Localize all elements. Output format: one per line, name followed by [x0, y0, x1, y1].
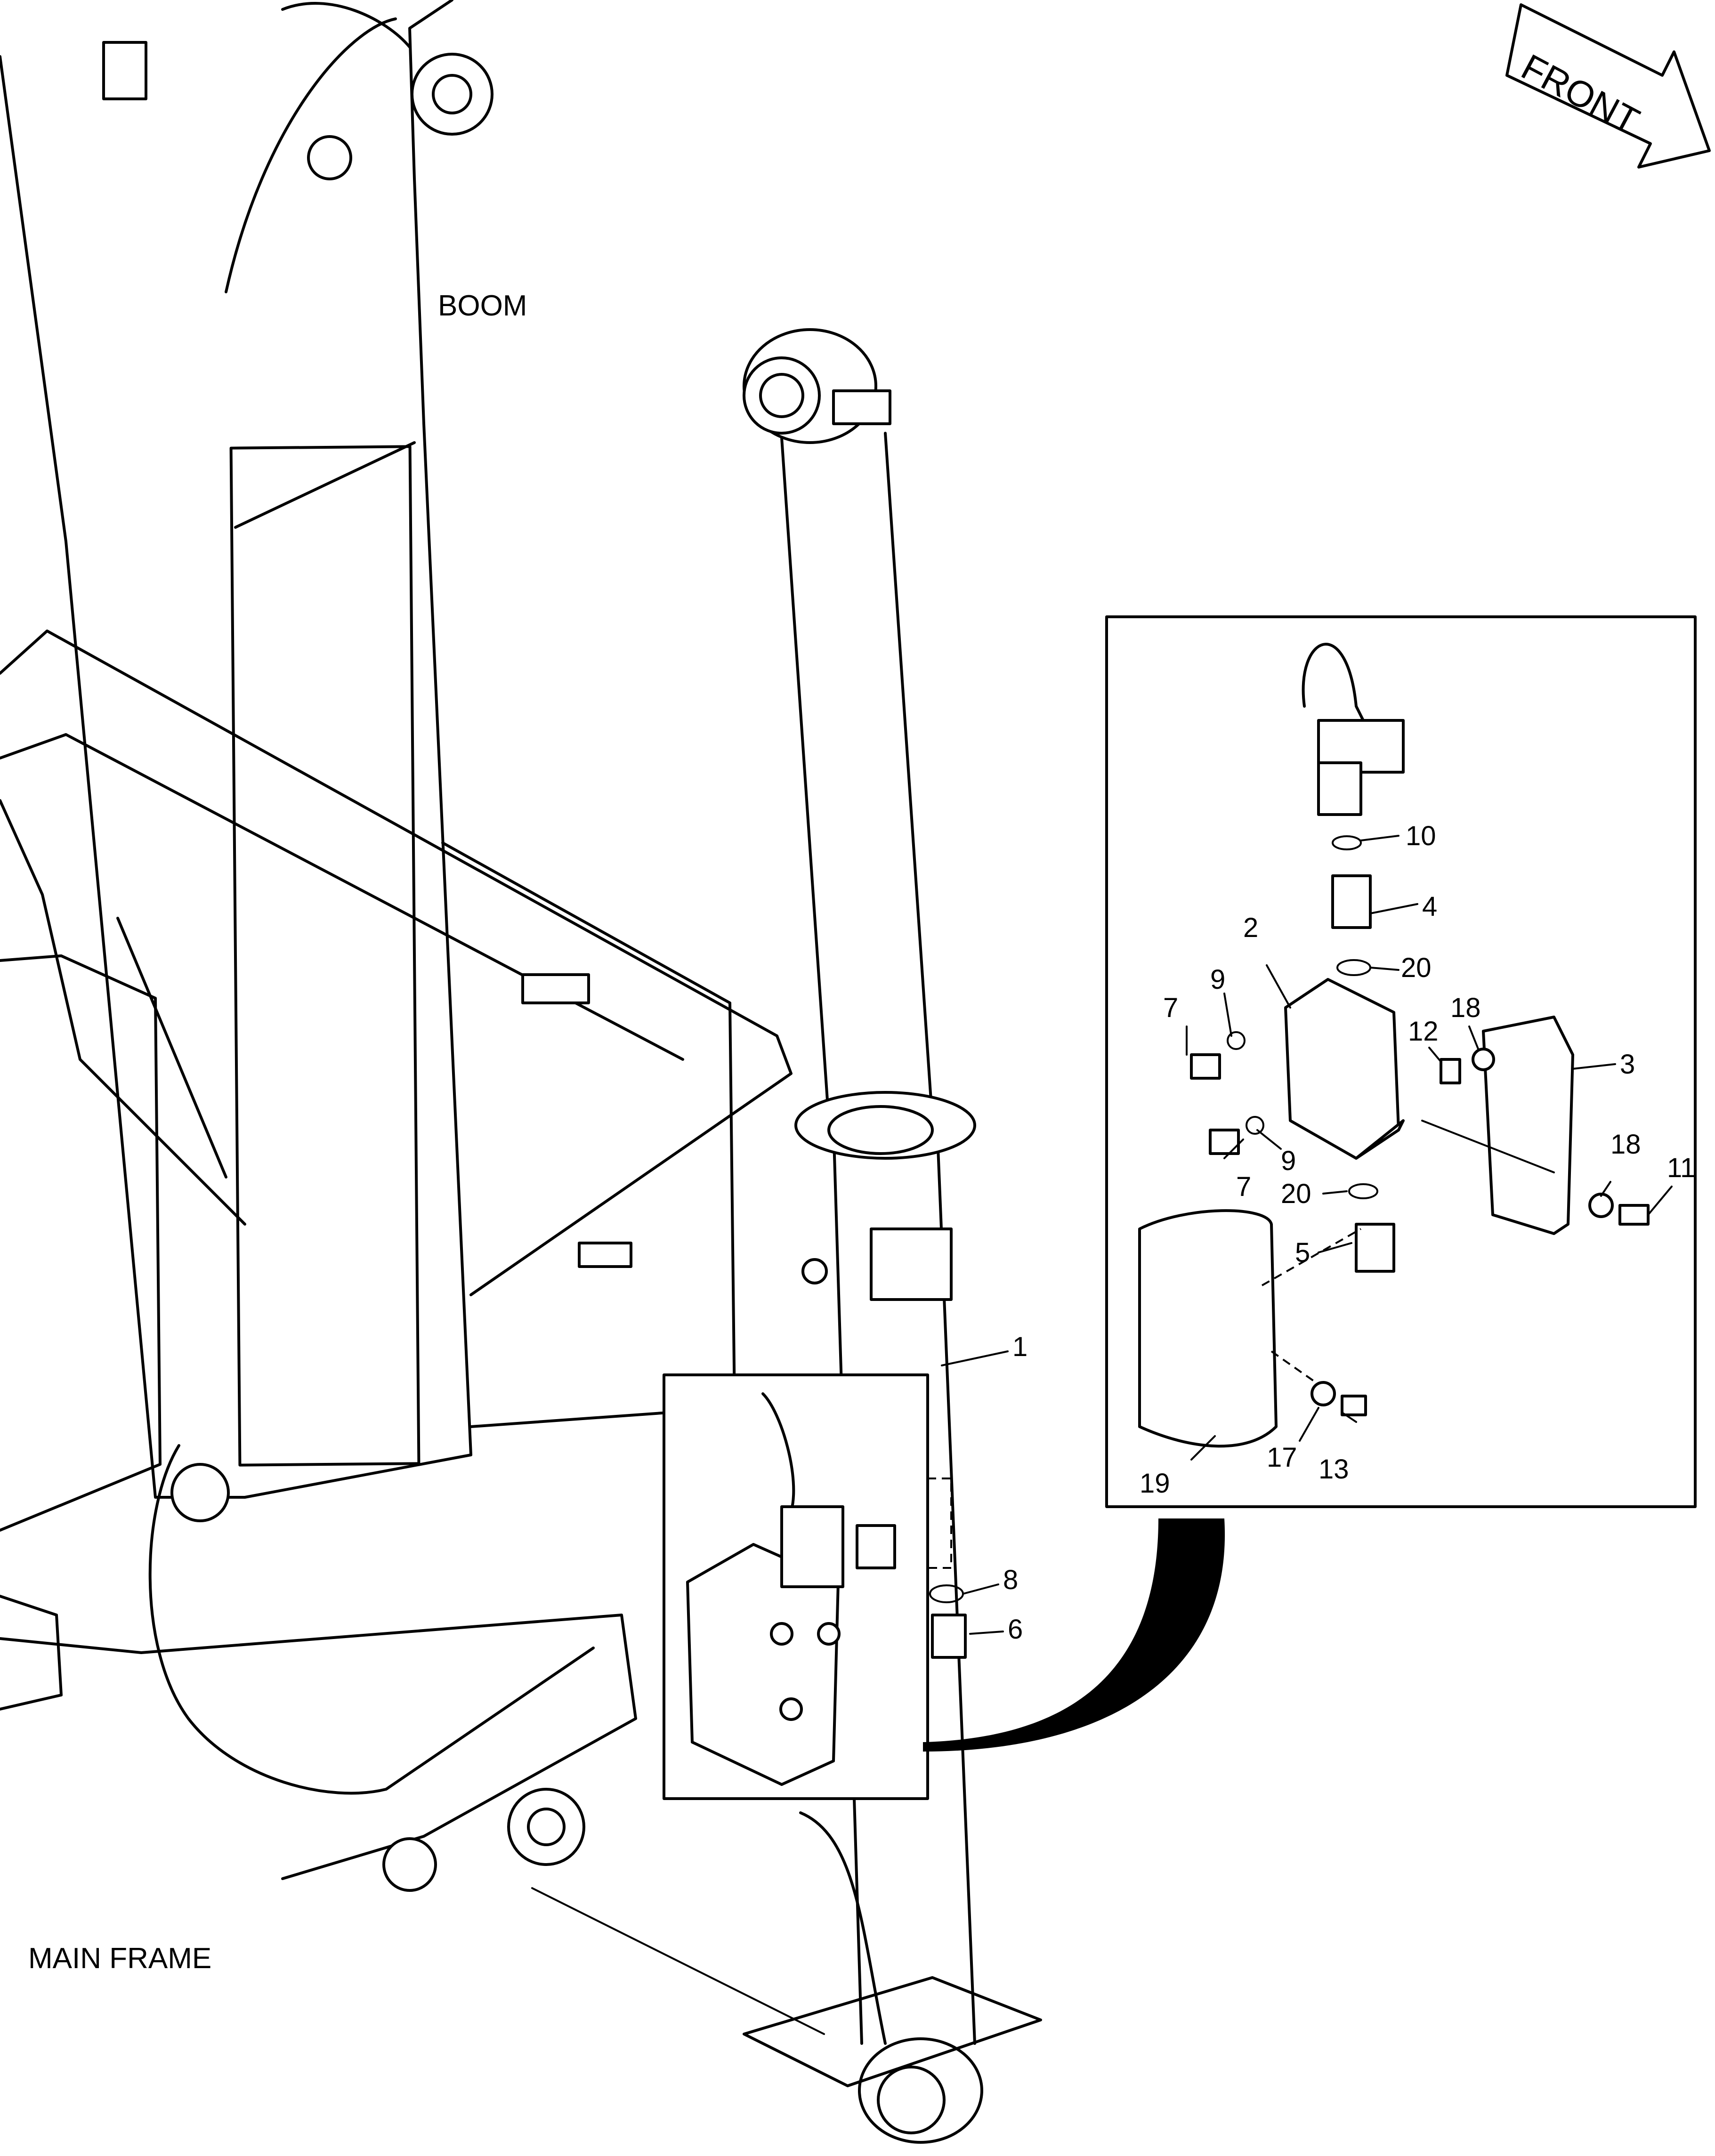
svg-text:8: 8 [1003, 1565, 1018, 1595]
callout-4: 4 [1369, 891, 1437, 922]
svg-text:9: 9 [1281, 1146, 1296, 1176]
svg-text:11: 11 [1667, 1153, 1695, 1183]
front-arrow: FRONT [1505, 3, 1711, 169]
svg-text:6: 6 [1008, 1614, 1023, 1645]
svg-text:20: 20 [1401, 953, 1432, 983]
main-frame [0, 630, 793, 1892]
callout-13: 13 [1319, 1412, 1357, 1485]
svg-text:17: 17 [1267, 1442, 1297, 1473]
svg-text:20: 20 [1281, 1179, 1311, 1209]
callout-3: 3 [1572, 1049, 1635, 1080]
callout-9b: 9 [1256, 1129, 1296, 1176]
boom-label: BOOM [438, 290, 527, 322]
svg-text:3: 3 [1620, 1049, 1635, 1080]
callout-8: 8 [929, 1565, 1018, 1603]
svg-text:1: 1 [1012, 1332, 1027, 1362]
svg-text:5: 5 [1295, 1237, 1310, 1268]
callout-arrow [923, 1518, 1225, 1752]
callout-19: 19 [1140, 1435, 1216, 1499]
callout-18b: 18 [1600, 1129, 1641, 1197]
callout-10: 10 [1360, 821, 1436, 851]
main-frame-label: MAIN FRAME [28, 1942, 211, 1975]
callout-7b: 7 [1223, 1139, 1251, 1202]
callout-7a: 7 [1163, 993, 1188, 1056]
callout-17: 17 [1267, 1407, 1319, 1473]
callout-12: 12 [1408, 1016, 1442, 1063]
svg-text:9: 9 [1210, 964, 1225, 995]
callout-1: 1 [941, 1332, 1027, 1366]
callout-11: 11 [1647, 1153, 1695, 1216]
fitting-6 [931, 1614, 967, 1659]
svg-text:2: 2 [1243, 912, 1258, 943]
callout-20a: 20 [1369, 953, 1432, 983]
detail-inset-large [1105, 615, 1697, 1508]
svg-text:4: 4 [1422, 891, 1437, 922]
cylinder [531, 328, 1042, 2144]
callout-20b: 20 [1281, 1179, 1348, 1209]
callout-9a: 9 [1210, 964, 1232, 1037]
svg-text:13: 13 [1319, 1454, 1349, 1485]
svg-text:12: 12 [1408, 1016, 1439, 1047]
boom [0, 0, 493, 1499]
callout-18a: 18 [1450, 993, 1481, 1051]
svg-text:19: 19 [1140, 1468, 1170, 1499]
svg-text:7: 7 [1236, 1171, 1251, 1202]
callout-6: 6 [969, 1614, 1023, 1645]
svg-text:18: 18 [1610, 1129, 1641, 1160]
detail-inset-small [663, 1373, 929, 1800]
svg-text:10: 10 [1406, 821, 1436, 851]
callout-2: 2 [1243, 912, 1291, 1009]
callout-5: 5 [1295, 1237, 1352, 1268]
svg-text:18: 18 [1450, 993, 1481, 1023]
svg-text:7: 7 [1163, 993, 1178, 1023]
